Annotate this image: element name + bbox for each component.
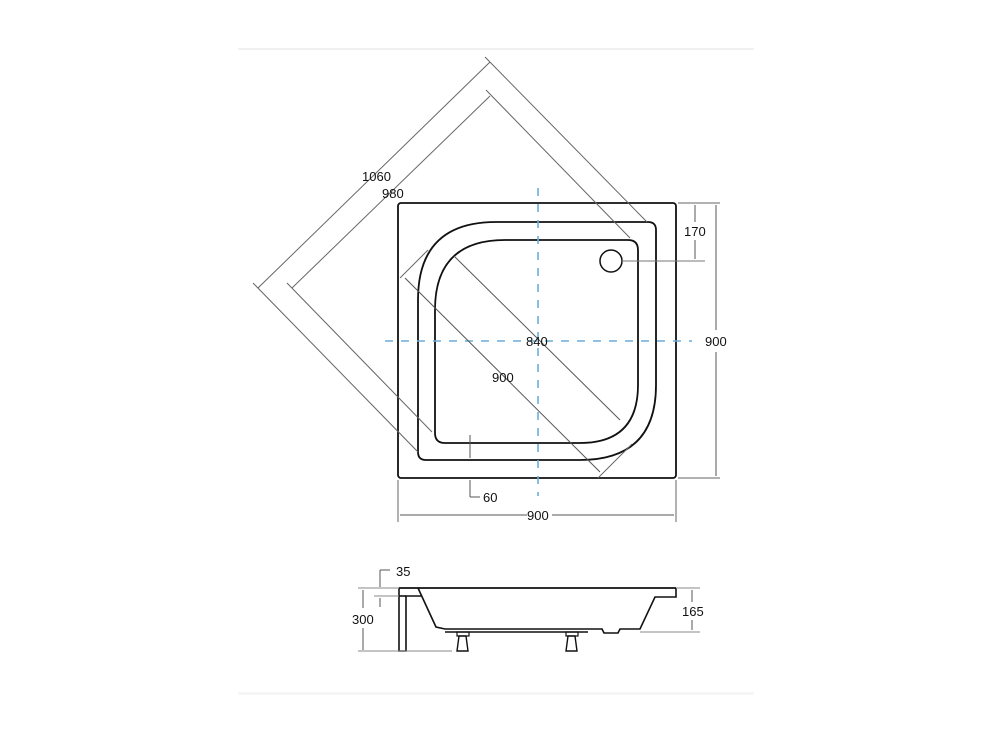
label-165: 165 <box>682 604 704 619</box>
drain-circle <box>599 249 623 273</box>
label-980: 980 <box>382 186 404 201</box>
dim-980-line <box>291 95 491 289</box>
dim-980-ext-right <box>485 89 631 239</box>
label-35: 35 <box>396 564 410 579</box>
dim-1060-ext-right <box>484 56 648 223</box>
label-60: 60 <box>483 490 497 505</box>
foot-left <box>456 631 470 652</box>
label-840: 840 <box>526 334 548 349</box>
dim-1060-line <box>257 61 491 289</box>
dim-840-line <box>453 255 621 421</box>
label-900-vertical: 900 <box>705 334 727 349</box>
side-front-panel <box>398 588 421 652</box>
label-900-diagonal: 900 <box>492 370 514 385</box>
dim-900-diag-line <box>404 277 601 473</box>
side-view: 35 300 165 <box>352 564 704 652</box>
side-tray-body <box>417 587 677 634</box>
dim-980-ext-left <box>286 282 433 433</box>
frame-top-border <box>238 48 754 50</box>
top-view: 1060 980 840 900 170 900 900 60 <box>252 56 727 523</box>
basin-outline <box>434 239 639 444</box>
dim-900-diag-ext-top <box>399 249 429 279</box>
dim-900-diag-ext-bottom <box>597 443 633 479</box>
foot-right <box>565 631 579 652</box>
rim-outline <box>417 221 657 461</box>
label-1060: 1060 <box>362 169 391 184</box>
label-900-horizontal: 900 <box>527 508 549 523</box>
dim-1060-ext-left <box>252 282 419 453</box>
label-170: 170 <box>684 224 706 239</box>
frame-bottom-border <box>238 692 754 695</box>
label-300: 300 <box>352 612 374 627</box>
